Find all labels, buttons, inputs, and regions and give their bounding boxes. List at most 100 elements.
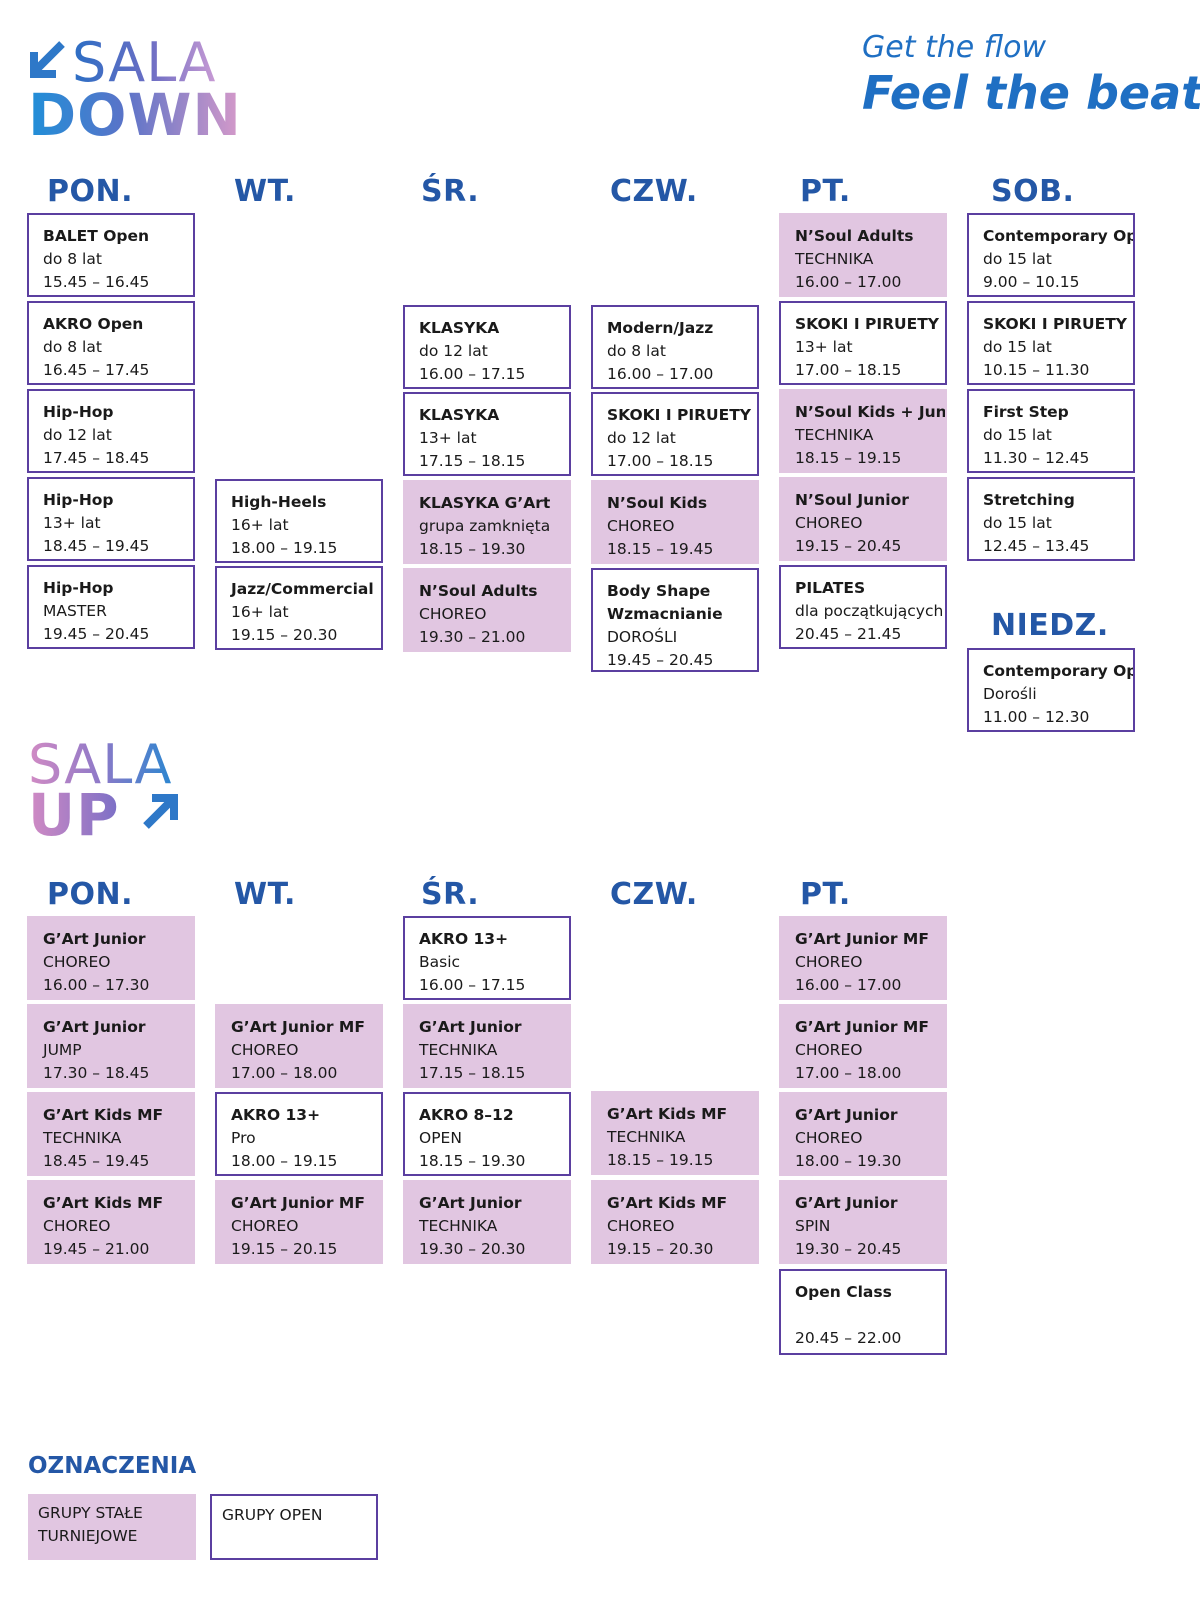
class-time: 19.15 – 20.15 (231, 1240, 338, 1258)
class-title: G’Art Junior (43, 1018, 146, 1036)
legend-open-label: GRUPY OPEN (222, 1506, 323, 1524)
class-card[interactable]: G’Art Junior JUMP 17.30 – 18.45 (27, 1004, 195, 1088)
class-subtitle: CHOREO (795, 953, 863, 971)
class-title: High-Heels (231, 493, 327, 511)
class-time: 19.30 – 20.30 (419, 1240, 526, 1258)
class-subtitle: dla początkujących (795, 602, 944, 620)
class-time: 19.45 – 20.45 (43, 625, 150, 643)
class-card[interactable]: G’Art Junior MF CHOREO 17.00 – 18.00 (215, 1004, 383, 1088)
class-card[interactable]: Stretching do 15 lat 12.45 – 13.45 (967, 477, 1135, 561)
sala-up-logo-line1: SALA (28, 733, 173, 796)
class-subtitle: Dorośli (983, 685, 1037, 703)
class-time: 16.00 – 17.00 (795, 273, 902, 291)
class-card[interactable]: BALET Open do 8 lat 15.45 – 16.45 (27, 213, 195, 297)
class-card[interactable]: High-Heels 16+ lat 18.00 – 19.15 (215, 479, 383, 563)
class-card[interactable]: KLASYKA 13+ lat 17.15 – 18.15 (403, 392, 571, 476)
class-time: 20.45 – 22.00 (795, 1329, 902, 1347)
class-subtitle: CHOREO (607, 517, 675, 535)
class-card[interactable]: G’Art Kids MF TECHNIKA 18.15 – 19.15 (591, 1091, 759, 1175)
class-time: 9.00 – 10.15 (983, 273, 1080, 291)
class-card[interactable]: G’Art Junior MF CHOREO 16.00 – 17.00 (779, 916, 947, 1000)
down-day-czw: CZW. (610, 174, 698, 209)
class-card[interactable]: PILATES dla początkujących 20.45 – 21.45 (779, 565, 947, 649)
class-title: KLASYKA G’Art (419, 494, 551, 512)
class-subtitle: do 8 lat (43, 338, 102, 356)
class-card[interactable]: N’Soul Adults TECHNIKA 16.00 – 17.00 (779, 213, 947, 297)
down-day-sob: SOB. (991, 174, 1075, 209)
class-card[interactable]: G’Art Junior CHOREO 16.00 – 17.30 (27, 916, 195, 1000)
class-card[interactable]: KLASYKA G’Art grupa zamknięta 18.15 – 19… (403, 480, 571, 564)
class-subtitle: CHOREO (795, 1129, 863, 1147)
class-title: KLASYKA (419, 406, 500, 424)
class-subtitle: TECHNIKA (795, 426, 874, 444)
class-card[interactable]: N’Soul Kids + Junior TECHNIKA 18.15 – 19… (779, 389, 947, 473)
class-title: N’Soul Adults (419, 582, 538, 600)
class-card[interactable]: AKRO 13+ Pro 18.00 – 19.15 (215, 1092, 383, 1176)
class-time: 18.15 – 19.15 (795, 449, 902, 467)
class-card[interactable]: AKRO 8–12 OPEN 18.15 – 19.30 (403, 1092, 571, 1176)
class-time: 17.15 – 18.15 (419, 1064, 526, 1082)
class-time: 19.30 – 20.45 (795, 1240, 902, 1258)
class-card[interactable]: Hip-Hop do 12 lat 17.45 – 18.45 (27, 389, 195, 473)
class-time: 12.45 – 13.45 (983, 537, 1090, 555)
class-card[interactable]: SKOKI I PIRUETY do 12 lat 17.00 – 18.15 (591, 392, 759, 476)
class-time: 16.00 – 17.00 (607, 365, 714, 383)
class-time: 17.00 – 18.15 (607, 452, 714, 470)
class-card[interactable]: G’Art Kids MF CHOREO 19.15 – 20.30 (591, 1180, 759, 1264)
class-subtitle: Basic (419, 953, 461, 971)
class-subtitle: JUMP (43, 1041, 82, 1059)
class-subtitle: 13+ lat (795, 338, 853, 356)
class-subtitle: CHOREO (231, 1041, 299, 1059)
class-time: 17.30 – 18.45 (43, 1064, 150, 1082)
down-day-wt: WT. (234, 174, 296, 209)
class-title: G’Art Kids MF (43, 1106, 164, 1124)
class-title: Modern/Jazz (607, 319, 714, 337)
class-card[interactable]: AKRO Open do 8 lat 16.45 – 17.45 (27, 301, 195, 385)
class-card[interactable]: N’Soul Adults CHOREO 19.30 – 21.00 (403, 568, 571, 652)
down-day-pt: PT. (800, 174, 851, 209)
class-card[interactable]: Jazz/Commercial 16+ lat 19.15 – 20.30 (215, 566, 383, 650)
class-title: AKRO Open (43, 315, 144, 333)
class-card[interactable]: Hip-Hop MASTER 19.45 – 20.45 (27, 565, 195, 649)
class-time: 17.45 – 18.45 (43, 449, 150, 467)
class-subtitle: DOROŚLI (607, 628, 678, 646)
class-time: 10.15 – 11.30 (983, 361, 1090, 379)
up-day-wt: WT. (234, 877, 296, 912)
class-subtitle: CHOREO (795, 1041, 863, 1059)
class-card[interactable]: G’Art Kids MF TECHNIKA 18.45 – 19.45 (27, 1092, 195, 1176)
class-time: 15.45 – 16.45 (43, 273, 150, 291)
class-card[interactable]: Body Shape Wzmacnianie DOROŚLI 19.45 – 2… (591, 568, 759, 672)
class-card[interactable]: G’Art Junior TECHNIKA 19.30 – 20.30 (403, 1180, 571, 1264)
class-card[interactable]: SKOKI I PIRUETY 13+ lat 17.00 – 18.15 (779, 301, 947, 385)
class-card[interactable]: AKRO 13+ Basic 16.00 – 17.15 (403, 916, 571, 1000)
class-time: 11.00 – 12.30 (983, 708, 1090, 726)
class-title: SKOKI I PIRUETY (983, 315, 1128, 333)
class-card[interactable]: N’Soul Junior CHOREO 19.15 – 20.45 (779, 477, 947, 561)
class-card[interactable]: SKOKI I PIRUETY do 15 lat 10.15 – 11.30 (967, 301, 1135, 385)
class-title: Hip-Hop (43, 403, 114, 421)
class-card[interactable]: Open Class 20.45 – 22.00 (779, 1269, 947, 1355)
class-card[interactable]: Contemporary Open do 15 lat 9.00 – 10.15 (967, 213, 1135, 297)
class-card[interactable]: G’Art Junior TECHNIKA 17.15 – 18.15 (403, 1004, 571, 1088)
class-subtitle: grupa zamknięta (419, 517, 551, 535)
class-card[interactable]: G’Art Junior MF CHOREO 19.15 – 20.15 (215, 1180, 383, 1264)
class-card[interactable]: N’Soul Kids CHOREO 18.15 – 19.45 (591, 480, 759, 564)
class-card[interactable]: Modern/Jazz do 8 lat 16.00 – 17.00 (591, 305, 759, 389)
class-card[interactable]: Contemporary Open Dorośli 11.00 – 12.30 (967, 648, 1135, 732)
class-card[interactable]: Hip-Hop 13+ lat 18.45 – 19.45 (27, 477, 195, 561)
class-card[interactable]: G’Art Junior MF CHOREO 17.00 – 18.00 (779, 1004, 947, 1088)
class-subtitle: CHOREO (231, 1217, 299, 1235)
class-title: Jazz/Commercial (231, 580, 374, 598)
class-card[interactable]: G’Art Junior SPIN 19.30 – 20.45 (779, 1180, 947, 1264)
down-day-sr: ŚR. (421, 174, 480, 209)
class-title: Open Class (795, 1283, 892, 1301)
class-title: Contemporary Open (983, 662, 1135, 680)
class-card[interactable]: G’Art Kids MF CHOREO 19.45 – 21.00 (27, 1180, 195, 1264)
class-title: G’Art Junior (419, 1194, 522, 1212)
class-card[interactable]: First Step do 15 lat 11.30 – 12.45 (967, 389, 1135, 473)
class-card[interactable]: KLASYKA do 12 lat 16.00 – 17.15 (403, 305, 571, 389)
class-subtitle: MASTER (43, 602, 107, 620)
class-card[interactable]: G’Art Junior CHOREO 18.00 – 19.30 (779, 1092, 947, 1176)
sala-down-logo-line2: DOWN (28, 81, 242, 149)
sala-down-logo-line1: SALA (72, 31, 217, 94)
